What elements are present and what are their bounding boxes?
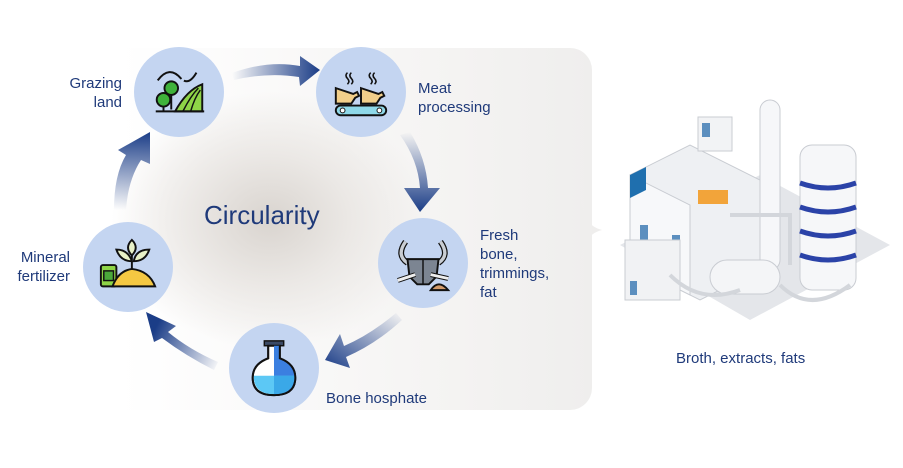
circularity-title: Circularity: [204, 200, 320, 230]
arrow-phosphate-to-fertilizer: [146, 312, 218, 370]
node-grazing-land: [134, 47, 224, 137]
tank-stripes: [799, 180, 857, 263]
label-line: Mineral: [20, 249, 70, 266]
arrow-fertilizer-to-grazing: [114, 132, 150, 210]
label-meat-processing: Meat processing: [418, 79, 491, 117]
brace-pointer: [580, 200, 602, 260]
node-mineral-fertilizer: [83, 222, 173, 312]
label-line: Fresh: [480, 227, 519, 244]
label-line: fat: [480, 284, 497, 301]
factory-icon: [620, 99, 890, 320]
label-line: trimmings,: [480, 265, 550, 282]
arrow-grazing-to-meat: [232, 56, 320, 86]
node-fresh-bone: [378, 218, 468, 308]
label-line: fertilizer: [17, 268, 70, 285]
label-line: Bone hosphate: [326, 390, 427, 407]
label-line: Meat: [418, 80, 452, 97]
label-line: processing: [418, 99, 491, 116]
meat-conveyor-icon: [334, 72, 388, 117]
label-broth-extracts-fats: Broth, extracts, fats: [676, 350, 806, 367]
flask-icon: [251, 340, 297, 397]
label-line: Grazing: [69, 75, 122, 92]
label-line: land: [93, 94, 122, 111]
plant-fertilizer-icon: [99, 238, 157, 288]
landscape-icon: [155, 71, 205, 113]
node-meat-processing: [316, 47, 406, 137]
node-bone-phosphate: [229, 323, 319, 413]
animal-skull-icon: [397, 239, 451, 292]
arrow-meat-to-bone: [400, 132, 440, 212]
label-grazing-land: Grazing land: [60, 74, 122, 112]
label-fresh-bone: Fresh bone, trimmings, fat: [480, 226, 549, 302]
label-mineral-fertilizer: Mineral fertilizer: [4, 248, 70, 286]
label-bone-phosphate: Bone hosphate: [326, 389, 427, 408]
arrow-bone-to-phosphate: [325, 313, 402, 368]
label-line: bone,: [480, 246, 518, 263]
